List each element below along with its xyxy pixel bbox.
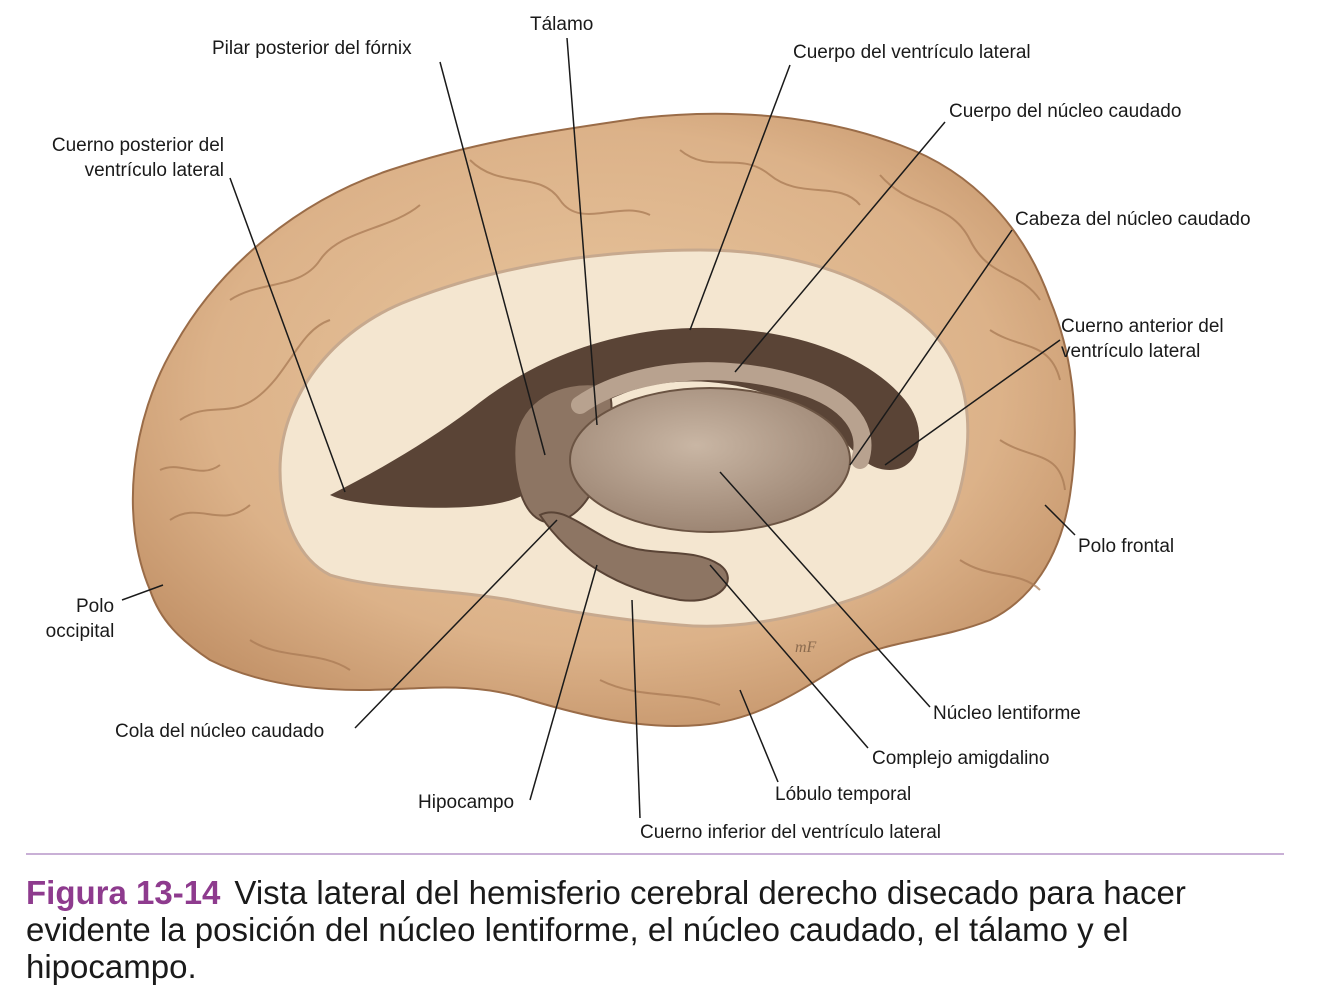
gyri-sulci [159, 149, 1066, 706]
label-cuerno-anterior: Cuerno anterior del ventrículo lateral [1061, 316, 1224, 363]
label-lobulo-temporal: Lóbulo temporal [775, 784, 912, 805]
label-cuerno-anterior-line1: Cuerno anterior del [1061, 316, 1224, 337]
label-complejo-amigdalino: Complejo amigdalino [872, 748, 1050, 769]
label-cuerno-posterior-line1: Cuerno posterior del [51, 135, 224, 156]
hippocampus-region [538, 511, 729, 602]
label-talamo: Tálamo [530, 14, 594, 35]
label-cuerno-inferior: Cuerno inferior del ventrículo lateral [640, 822, 941, 843]
figure-number: Figura 13-14 [26, 874, 221, 911]
label-cuerpo-ventriculo-lateral: Cuerpo del ventrículo lateral [793, 42, 1031, 63]
label-pilar-posterior-fornix: Pilar posterior del fórnix [212, 38, 412, 59]
leader-lines [121, 37, 1076, 819]
label-hipocampo: Hipocampo [418, 792, 515, 813]
label-cuerno-anterior-line2: ventrículo lateral [1061, 341, 1201, 362]
caption-text: Vista lateral del hemisferio cerebral de… [26, 874, 1186, 985]
label-cuerpo-nucleo-caudado: Cuerpo del núcleo caudado [949, 101, 1182, 122]
brain-illustration: mF [121, 37, 1076, 819]
label-polo-occipital-line1: Polo [75, 596, 115, 617]
label-cuerno-posterior: Cuerno posterior del ventrículo lateral [24, 135, 224, 182]
label-cabeza-nucleo-caudado: Cabeza del núcleo caudado [1015, 209, 1251, 230]
label-polo-frontal: Polo frontal [1078, 536, 1175, 557]
label-cuerno-posterior-line2: ventrículo lateral [84, 160, 224, 181]
caption-divider [26, 853, 1284, 855]
lentiform-nucleus [569, 387, 851, 533]
caudate-body [571, 362, 872, 469]
label-polo-occipital: Polo occipital [30, 596, 130, 643]
label-polo-occipital-line2: occipital [45, 621, 115, 642]
label-nucleo-lentiforme: Núcleo lentiforme [933, 703, 1081, 724]
label-cola-nucleo-caudado: Cola del núcleo caudado [115, 721, 325, 742]
artist-signature: mF [795, 639, 817, 656]
